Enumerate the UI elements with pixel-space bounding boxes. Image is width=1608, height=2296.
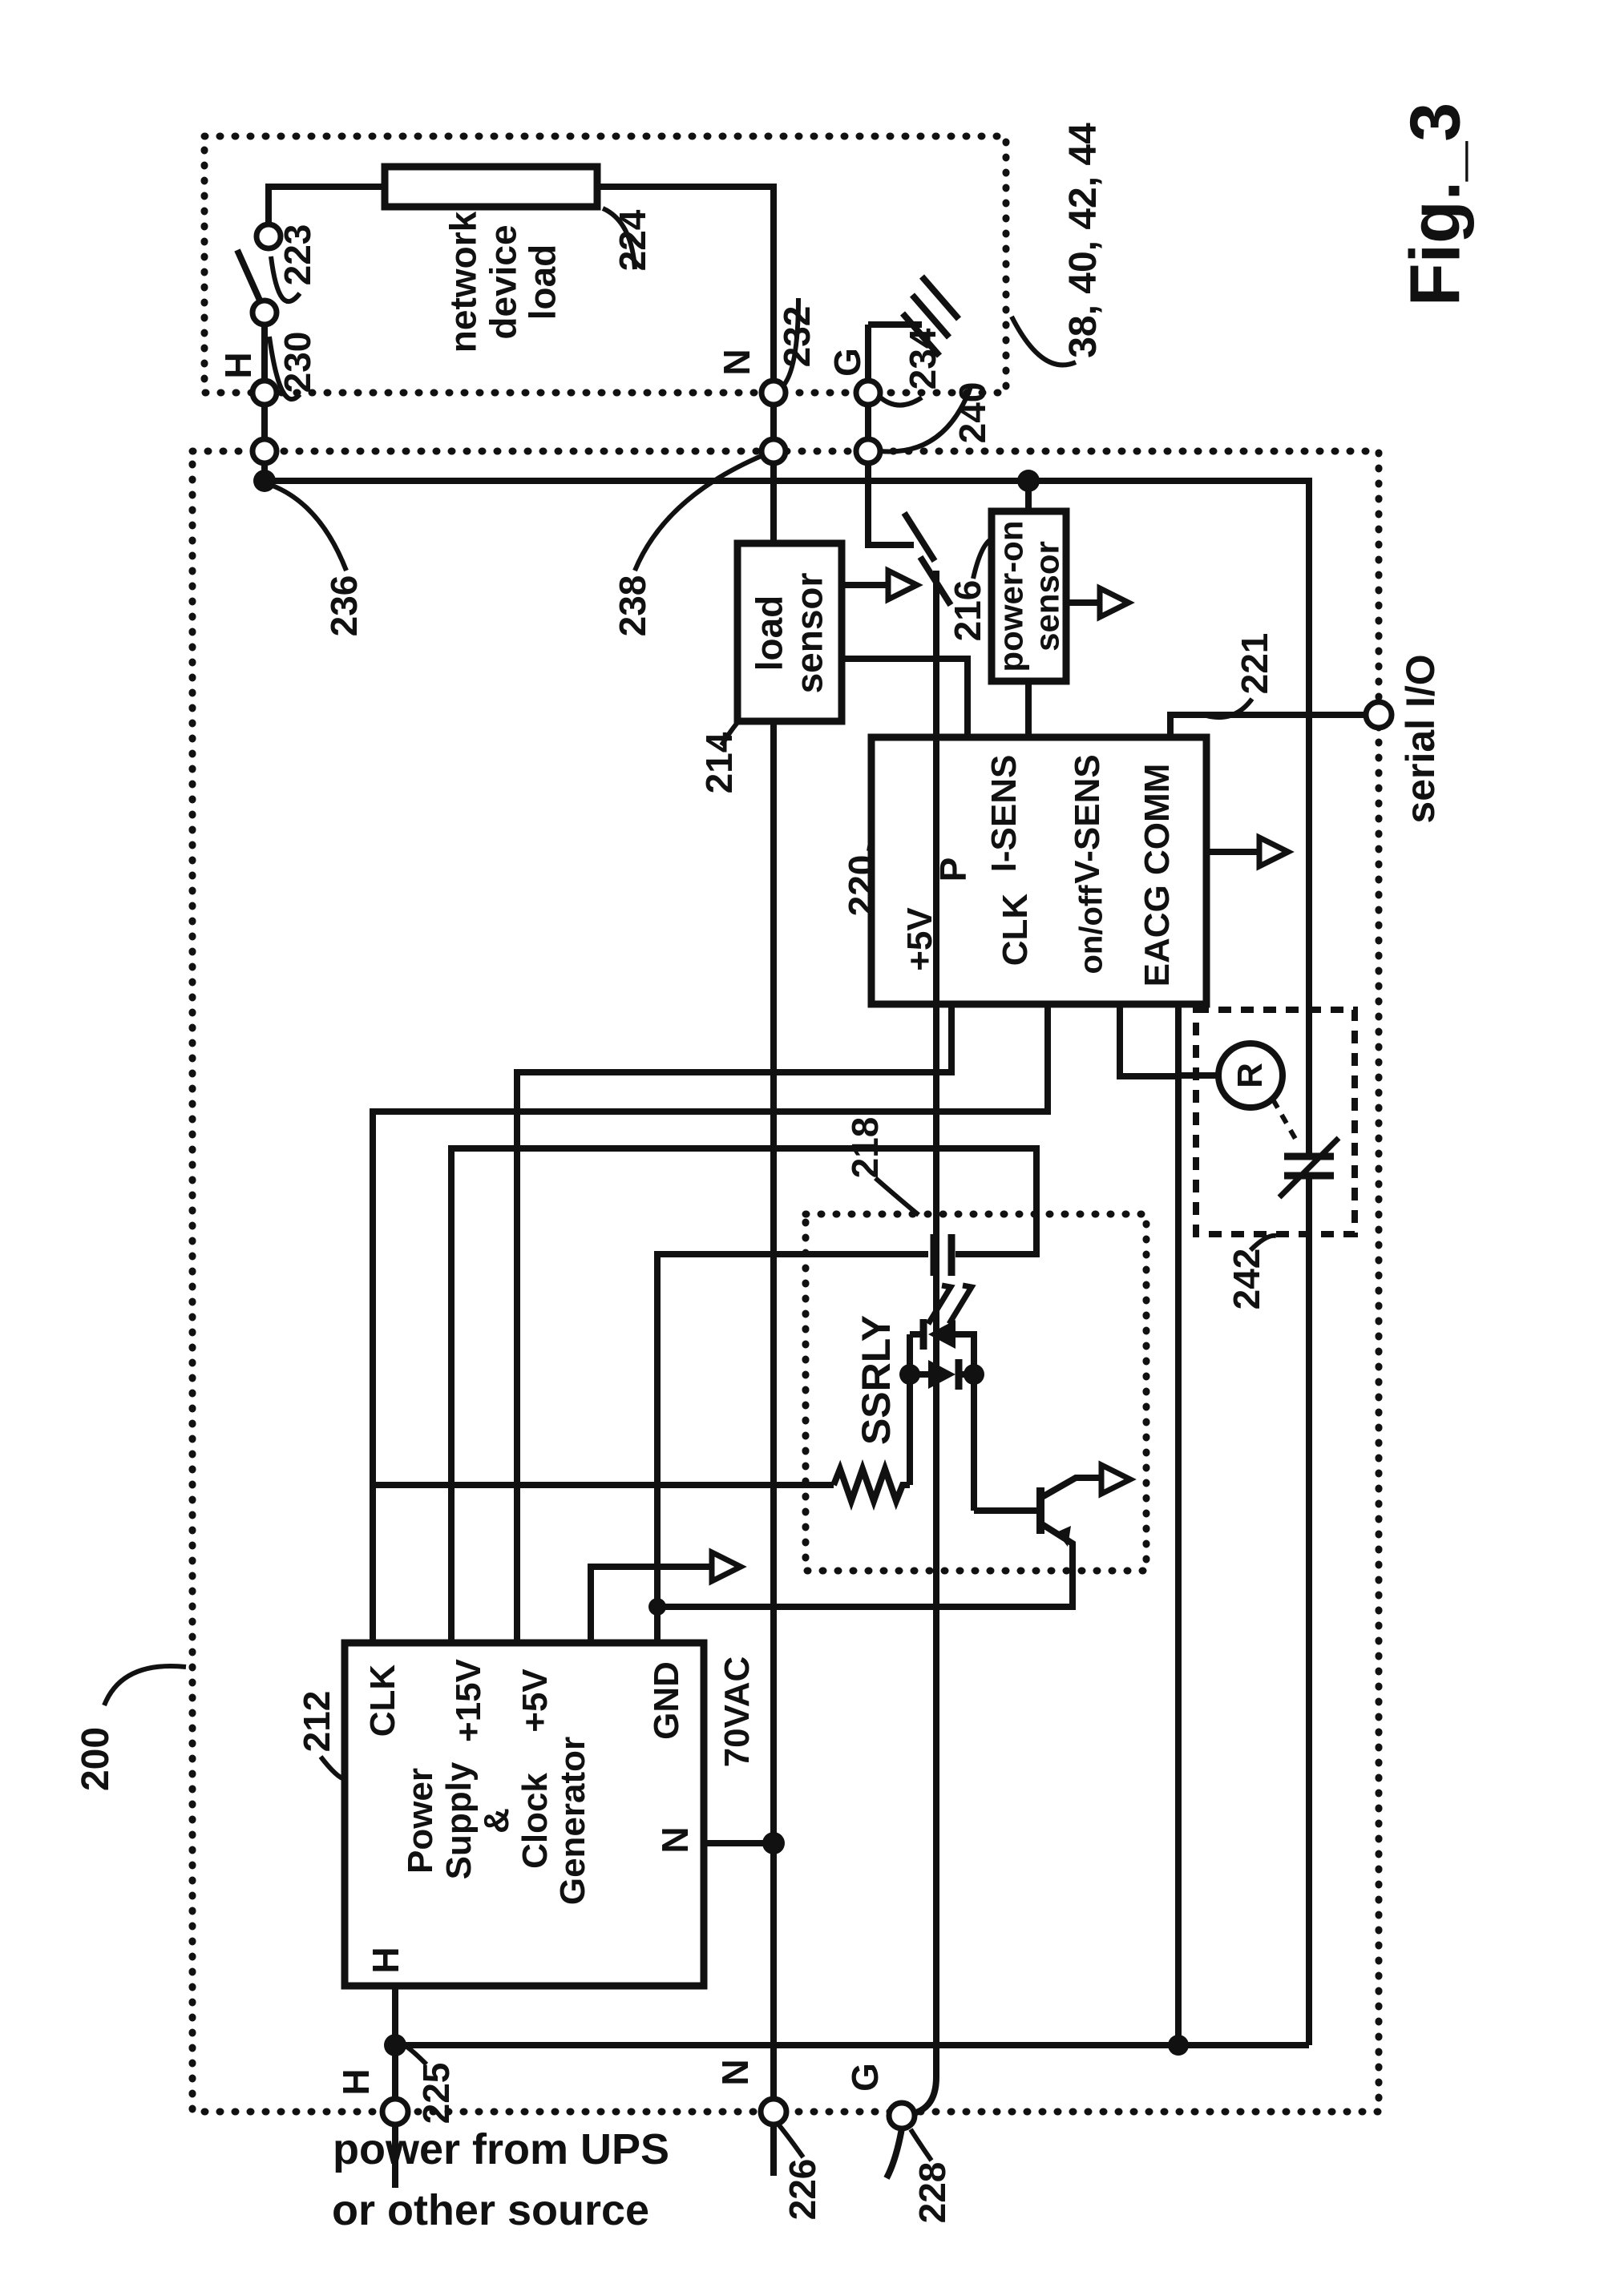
leader-lines — [102, 206, 1277, 2162]
psu-pin-clk: CLK — [363, 1664, 403, 1737]
contact-223-circle — [253, 221, 284, 252]
eacg-pin-comm: EACG COMM — [1137, 763, 1178, 987]
eacg-pin-vsens: V-SENS — [1068, 754, 1108, 884]
input-g-label: G — [844, 2063, 887, 2092]
serial-io-port-circle — [1363, 699, 1395, 731]
relay-r-label: R — [1230, 1063, 1271, 1088]
ssrly-dashed-box — [802, 1210, 1150, 1575]
ref-232: 232 — [776, 305, 818, 368]
signal-arrows — [709, 566, 1295, 1586]
eacg-pin-isens: I-SENS — [984, 754, 1024, 873]
psu-pin-h: H — [365, 1947, 407, 1974]
power-on-arrow-icon — [1097, 583, 1135, 622]
eacg-pin-onoff: on/off — [1073, 885, 1109, 974]
load-sensor-label: load sensor — [748, 572, 830, 694]
ref-240: 240 — [951, 381, 994, 444]
ref-218: 218 — [844, 1116, 887, 1179]
input-caption-line2: or other source — [331, 2185, 650, 2234]
switch-pivot-circle — [249, 297, 280, 328]
ref-234: 234 — [902, 328, 944, 390]
group-ref-38-44: 38, 40, 42, 44 — [1062, 123, 1105, 358]
power-supply-box — [341, 1639, 708, 1990]
input-n-label: N — [714, 2059, 757, 2086]
ref-214: 214 — [698, 732, 741, 794]
psu-pin-n: N — [654, 1826, 697, 1854]
relay-dashed-box-242 — [1193, 1007, 1358, 1237]
input-n-circle — [758, 2096, 790, 2128]
vac-arrow-icon — [709, 1547, 747, 1586]
power-on-sensor-label: power-on sensor — [992, 520, 1066, 672]
ref-226: 226 — [782, 2158, 824, 2221]
ref-200: 200 — [75, 1726, 118, 1792]
ref-225: 225 — [415, 2062, 458, 2125]
comm-arrow-icon — [1256, 833, 1295, 871]
capacitor-icon — [930, 1234, 956, 1276]
outlet-h-label: H — [217, 352, 260, 379]
outlet-dashed-box — [200, 132, 1010, 397]
ref-216: 216 — [947, 579, 989, 642]
eacg-p-label: P — [932, 857, 975, 882]
ref-238: 238 — [612, 575, 654, 637]
network-device-load-label: network device load — [442, 211, 564, 353]
eacg-box — [867, 733, 1210, 1008]
relay-contact-icon — [1277, 1136, 1341, 1200]
input-h-circle — [379, 2096, 411, 2128]
ref-228: 228 — [911, 2161, 954, 2224]
outlet-n-label: N — [716, 349, 758, 376]
ref-230: 230 — [277, 331, 319, 393]
ref-242: 242 — [1226, 1248, 1268, 1310]
psu-pin-5v: +5V — [515, 1669, 556, 1733]
input-h-label: H — [335, 2068, 378, 2096]
line-break-icon — [901, 510, 954, 607]
psu-pin-15v: +15V — [449, 1659, 489, 1742]
ref-212: 212 — [296, 1690, 338, 1753]
ref-223: 223 — [277, 224, 319, 286]
terminal-circles — [249, 221, 1395, 2132]
psu-pin-gnd: GND — [647, 1661, 687, 1740]
junction-dots — [253, 470, 1189, 2056]
transistor-icon — [1036, 1487, 1071, 1547]
network-device-load-box — [381, 163, 601, 211]
opto-light-icon — [926, 1282, 976, 1326]
input-caption-line1: power from UPS — [332, 2125, 670, 2173]
led-pair-icon — [919, 1319, 963, 1390]
resistor-zigzag — [830, 1459, 910, 1511]
ground-hatch-icon — [899, 274, 962, 358]
psu-70vac-label: 70VAC — [717, 1656, 758, 1768]
psu-title: Power Supply & Clock Generator — [401, 1736, 593, 1906]
ref-220: 220 — [841, 854, 883, 917]
ref-224: 224 — [612, 209, 654, 272]
load-sensor-box — [733, 539, 846, 725]
ref-236: 236 — [323, 575, 366, 637]
ssrly-label: SSRLY — [854, 1314, 899, 1446]
eacg-pin-clk: CLK — [996, 893, 1036, 966]
eacg-pin-5v: +5V — [900, 907, 940, 971]
relay-coil-circle — [1215, 1040, 1286, 1111]
input-g-circle — [886, 2100, 918, 2132]
load-sensor-arrow-icon — [885, 566, 923, 604]
relay-actuation-dashed-link — [1271, 1098, 1301, 1146]
figure-title: Fig._3 — [1395, 102, 1475, 307]
ssrly-arrow-icon — [1098, 1460, 1137, 1499]
serial-io-label: serial I/O — [1398, 654, 1443, 824]
outlet-g-label: G — [826, 348, 869, 377]
ref-221: 221 — [1234, 632, 1276, 695]
